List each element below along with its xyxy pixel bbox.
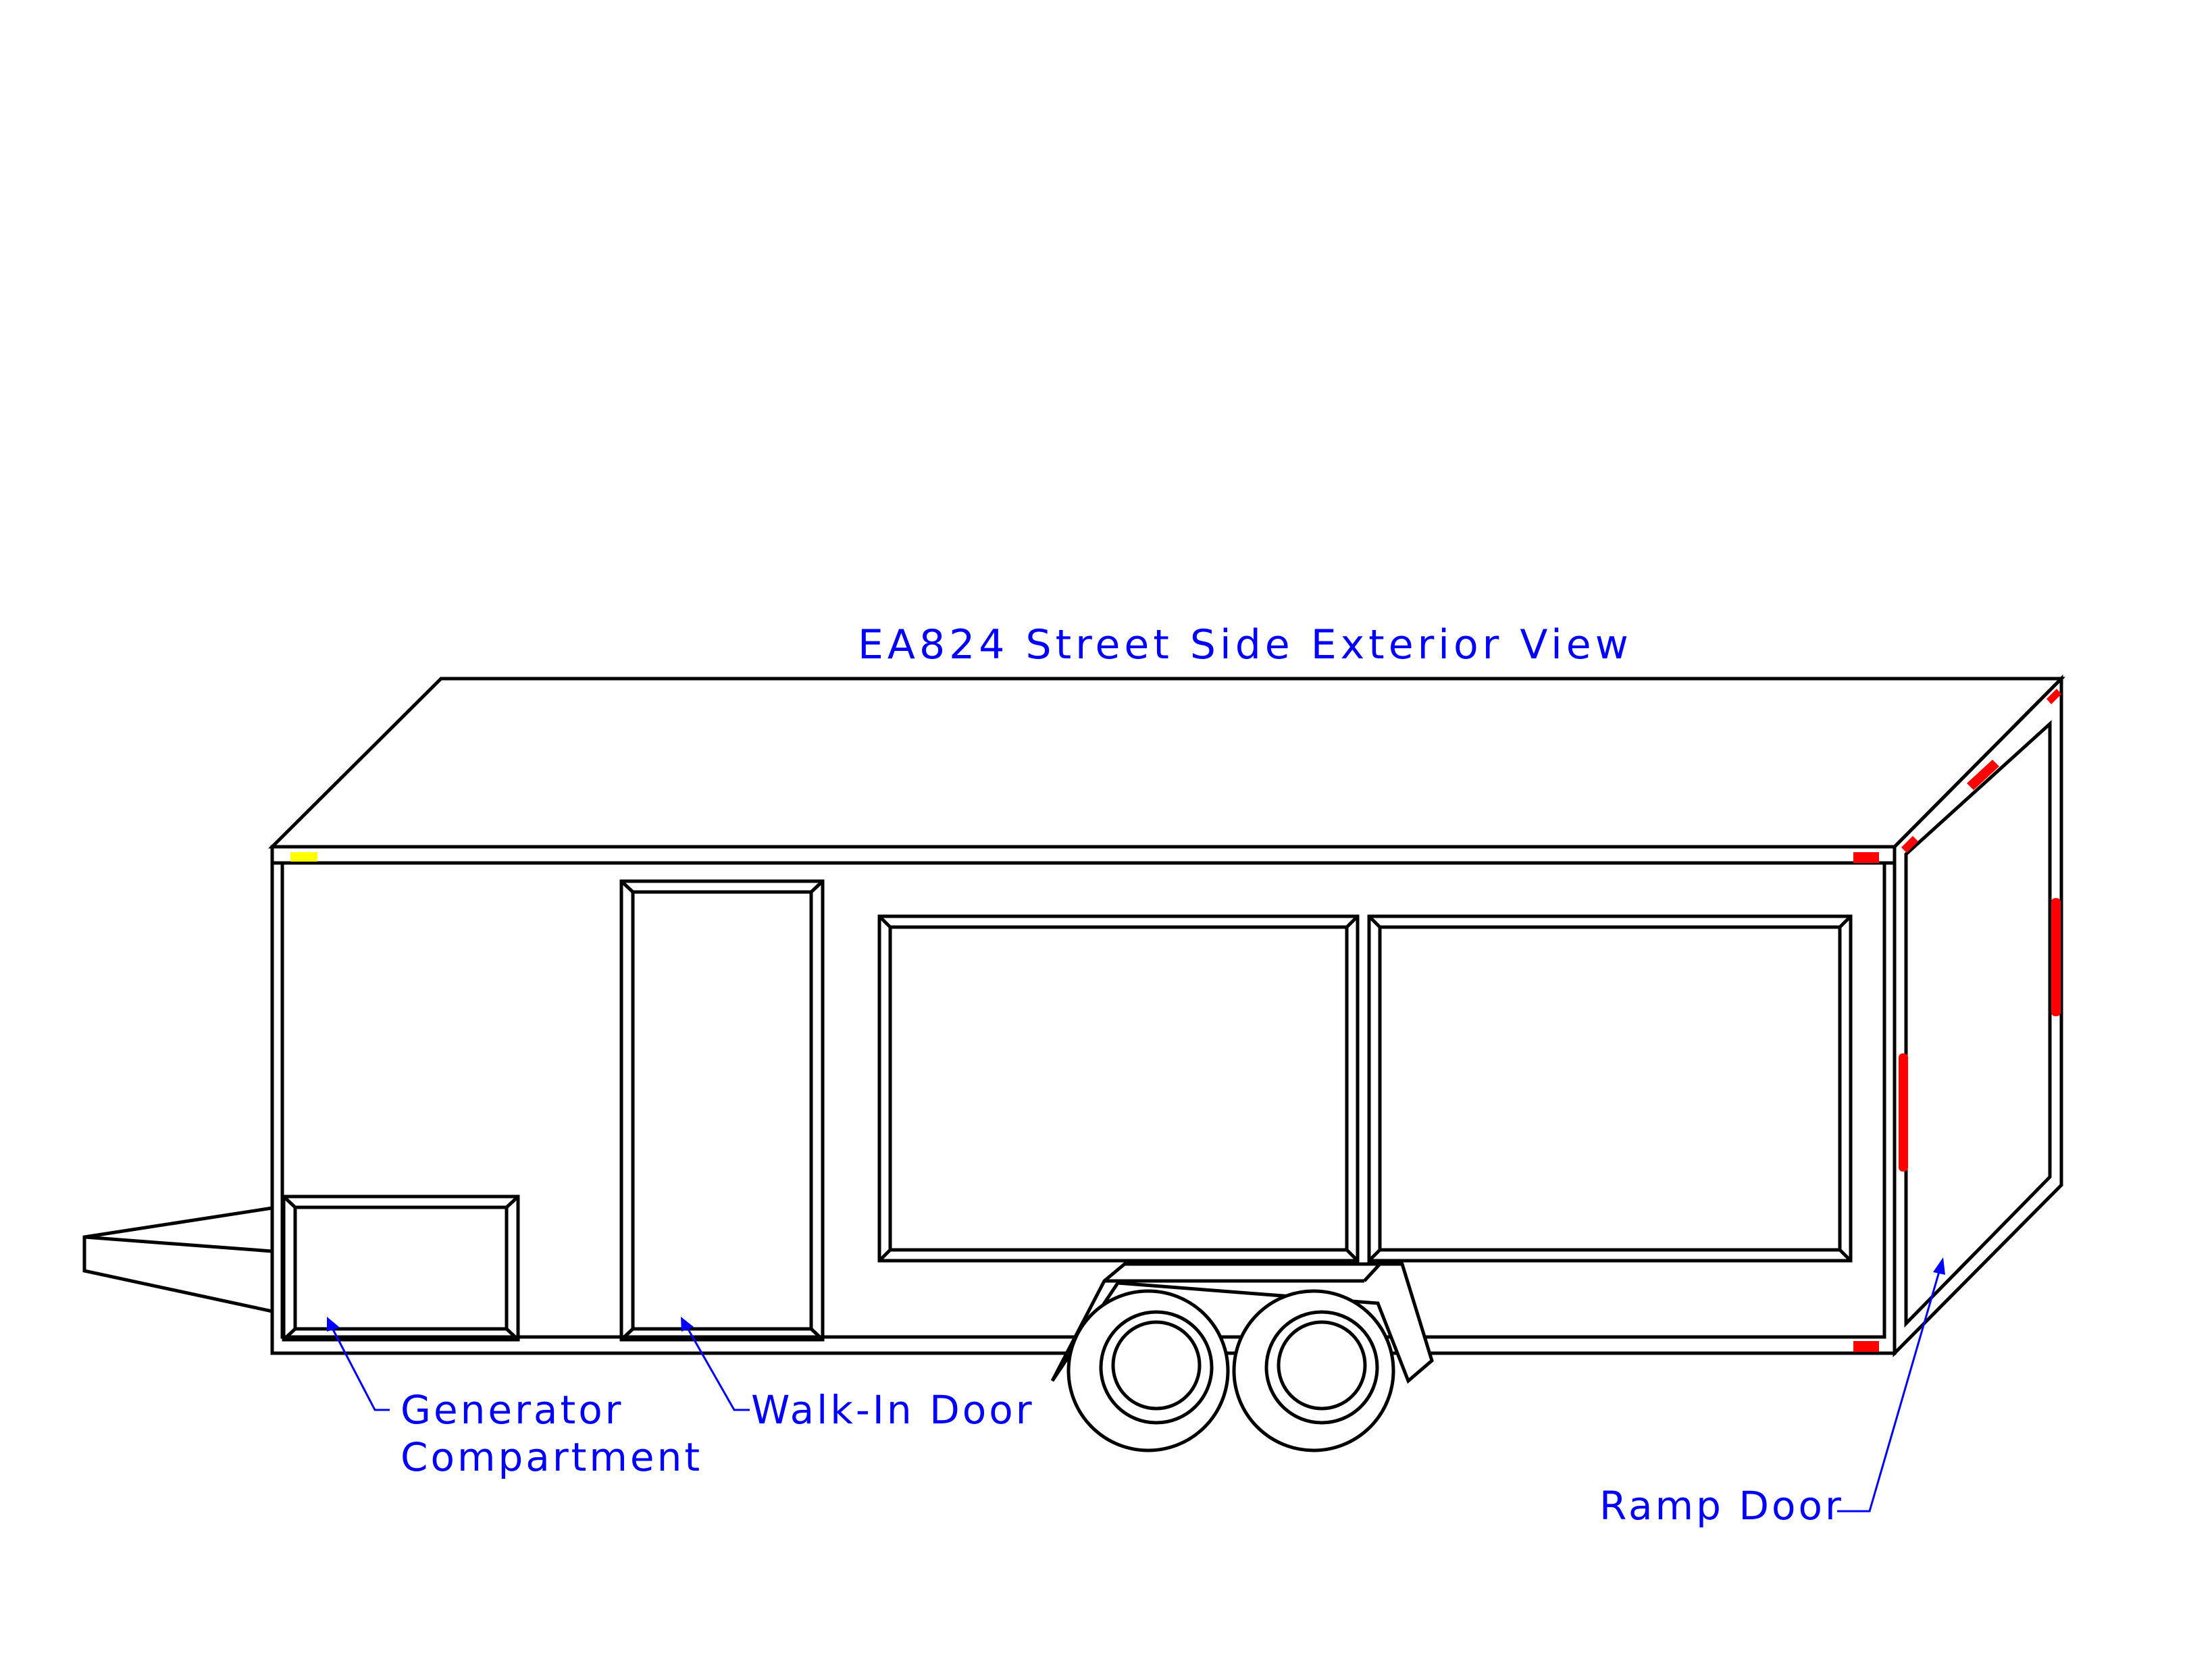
rear-light-vertical-right <box>2051 898 2061 1016</box>
marker-lights <box>290 689 2061 1352</box>
marker-light-rear-top <box>1853 852 1879 863</box>
rear-light-top-left <box>1901 836 1918 853</box>
rear-light-top-mid <box>1967 760 1999 790</box>
callout-walk-in-door: Walk-In Door <box>681 1317 1035 1433</box>
marker-light-front-top <box>290 852 317 862</box>
generator-compartment <box>282 1195 520 1342</box>
generator-label-line2: Compartment <box>401 1434 702 1480</box>
callout-ramp-door: Ramp Door <box>1599 1257 1945 1529</box>
rear-light-vertical-left <box>1899 1053 1908 1172</box>
wheel-front <box>1066 1289 1230 1452</box>
roof-rail <box>270 845 1897 865</box>
walk-in-door-label: Walk-In Door <box>751 1387 1035 1433</box>
side-window-right <box>1367 914 1853 1263</box>
side-window-left <box>877 914 1360 1263</box>
trailer-side-wall <box>270 845 1897 1355</box>
trailer-tongue <box>82 1206 274 1314</box>
callout-generator: Generator Compartment <box>327 1317 702 1480</box>
generator-label-line1: Generator <box>401 1387 624 1433</box>
walk-in-door <box>619 879 825 1342</box>
marker-light-rear-bottom <box>1853 1341 1879 1352</box>
trailer-roof <box>267 677 2066 849</box>
wheel-rear <box>1232 1289 1395 1452</box>
drawing-title: EA824 Street Side Exterior View <box>858 621 1632 668</box>
ramp-door-label: Ramp Door <box>1599 1483 1844 1529</box>
rear-light-top-right <box>2047 689 2061 704</box>
